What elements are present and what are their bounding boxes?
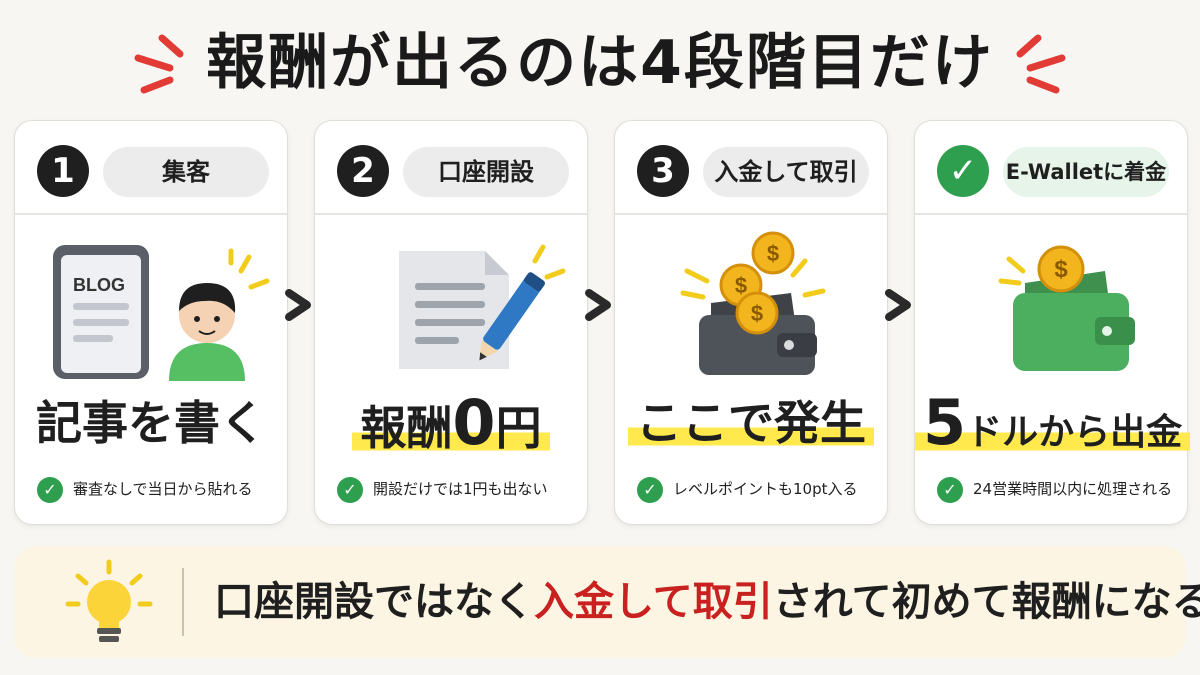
- check-icon: ✓: [37, 476, 63, 503]
- step-number-badge: 2: [337, 145, 389, 197]
- person-icon: [169, 283, 245, 381]
- check-icon: ✓: [937, 476, 963, 503]
- step-card-2: 2 口座開設 報酬0円 ✓開設だけでは1円も出ない: [314, 120, 588, 525]
- step-header: 2 口座開設: [315, 121, 587, 215]
- phone-blog-icon: BLOG: [53, 245, 270, 381]
- step-headline: ここで発生: [615, 383, 887, 463]
- step-note: ✓審査なしで当日から貼れる: [37, 471, 277, 507]
- step-note: ✓レベルポイントも10pt入る: [637, 471, 877, 507]
- coin-icon: [1037, 245, 1085, 293]
- svg-text:$: $: [751, 301, 763, 326]
- blog-label: BLOG: [73, 275, 125, 295]
- lightbulb-icon: [65, 559, 153, 642]
- burst-icon: [1016, 34, 1066, 94]
- coin-icon: $ $ $: [719, 231, 795, 335]
- step-number-badge: 1: [37, 145, 89, 197]
- check-icon: ✓: [337, 476, 363, 503]
- check-icon: ✓: [637, 476, 663, 503]
- arrow-right-icon: [285, 289, 311, 321]
- svg-text:$: $: [767, 241, 779, 266]
- step-headline: 記事を書く: [36, 396, 266, 450]
- step-note: ✓開設だけでは1円も出ない: [337, 471, 577, 507]
- green-wallet-coin-icon: $: [998, 245, 1135, 371]
- burst-icon: [134, 34, 184, 94]
- step-card-1: 1 集客 BLOG 記事を書く ✓審査なしで当日から貼れる: [14, 120, 288, 525]
- step-header: ✓ E-Walletに着金: [915, 121, 1187, 215]
- step-label: 入金して取引: [703, 147, 869, 197]
- step-card-3: 3 入金して取引 $ $ $ ここで発生 ✓レベルポイントも10pt入る: [614, 120, 888, 525]
- step-number-badge: 3: [637, 145, 689, 197]
- banner-divider: [182, 568, 184, 636]
- svg-text:$: $: [1054, 256, 1068, 283]
- step-label: 口座開設: [403, 147, 569, 197]
- document-pen-icon: [399, 244, 566, 369]
- svg-text:$: $: [735, 273, 747, 298]
- step-header: 3 入金して取引: [615, 121, 887, 215]
- page-title: 報酬が出るのは4段階目だけ: [206, 28, 994, 98]
- step-headline: 報酬0円: [315, 383, 587, 463]
- step-card-4: ✓ E-Walletに着金 $ 5ドルから出金 ✓24営業時間以内に処理される: [914, 120, 1191, 525]
- step-header: 1 集客: [15, 121, 287, 215]
- step-label: E-Walletに着金: [1003, 147, 1169, 197]
- arrow-right-icon: [885, 289, 911, 321]
- step-note: ✓24営業時間以内に処理される: [937, 471, 1177, 507]
- step-headline: 5ドルから出金: [915, 383, 1191, 463]
- wallet-coins-icon: $ $ $: [680, 231, 826, 375]
- banner-message: 口座開設ではなく入金して取引されて初めて報酬になる: [214, 579, 1200, 625]
- step-check-badge: ✓: [937, 145, 989, 197]
- summary-banner: 口座開設ではなく入金して取引されて初めて報酬になる: [14, 546, 1200, 658]
- step-label: 集客: [103, 147, 269, 197]
- arrow-right-icon: [585, 289, 611, 321]
